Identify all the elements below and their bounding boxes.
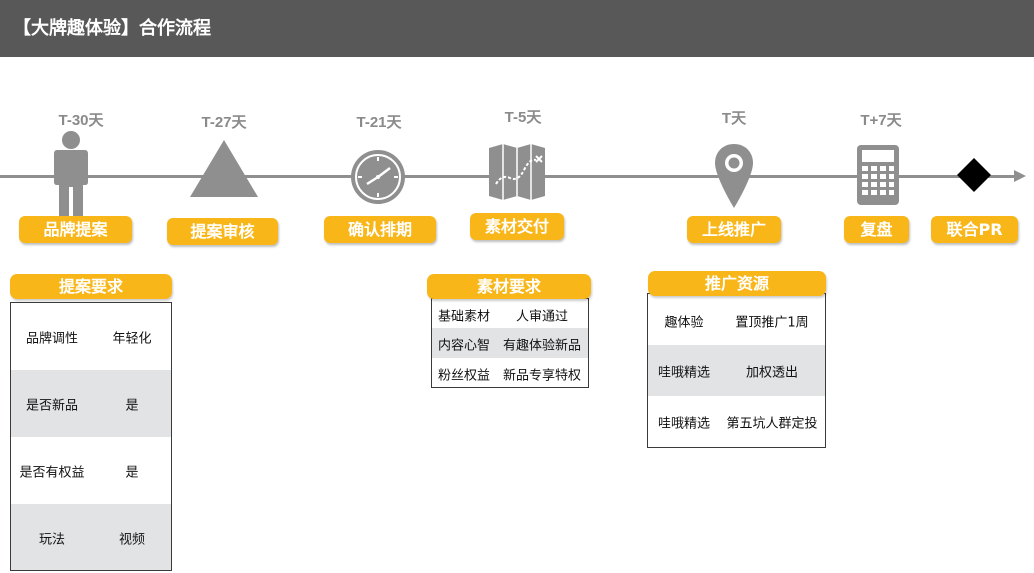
proposal-requirements-header: 提案要求 <box>10 274 172 299</box>
table-row: 品牌调性 年轻化 <box>11 303 171 370</box>
time-label-5: T天 <box>721 110 747 127</box>
table-row: 粉丝权益 新品专享特权 <box>432 358 588 387</box>
table-row: 是否新品 是 <box>11 370 171 437</box>
table-row: 趣体验 置顶推广1周 <box>648 294 825 345</box>
step-review: 复盘 <box>844 216 909 243</box>
table-row: 是否有权益 是 <box>11 437 171 504</box>
step-joint-pr: 联合PR <box>931 216 1018 243</box>
page-title: 【大牌趣体验】合作流程 <box>13 18 211 39</box>
promotion-resources-header: 推广资源 <box>648 271 826 296</box>
timeline-arrow-icon <box>1014 170 1026 182</box>
table-cell: 视频 <box>118 532 146 548</box>
table-cell: 粉丝权益 <box>437 368 491 384</box>
table-cell: 内容心智 <box>437 338 491 354</box>
time-label-2: T-27天 <box>201 114 247 131</box>
map-icon <box>489 144 545 200</box>
table-cell: 玩法 <box>38 532 66 548</box>
calculator-icon <box>857 145 899 205</box>
step-brand-proposal: 品牌提案 <box>19 216 132 243</box>
time-label-1: T-30天 <box>58 112 104 129</box>
location-pin-icon <box>715 144 753 208</box>
diamond-icon <box>957 158 991 192</box>
table-cell: 基础素材 <box>437 309 491 325</box>
table-cell: 是 <box>125 465 139 481</box>
table-cell: 新品专享特权 <box>502 368 582 384</box>
table-cell: 置顶推广1周 <box>735 315 809 331</box>
table-cell: 是否新品 <box>25 398 79 414</box>
table-cell: 第五坑人群定投 <box>726 416 818 432</box>
table-row: 哇哦精选 加权透出 <box>648 345 825 396</box>
table-cell: 品牌调性 <box>25 331 79 347</box>
table-cell: 是否有权益 <box>19 465 85 481</box>
promotion-resources-table: 趣体验 置顶推广1周 哇哦精选 加权透出 哇哦精选 第五坑人群定投 <box>647 293 826 448</box>
step-material-delivery: 素材交付 <box>470 213 564 240</box>
table-row: 玩法 视频 <box>11 504 171 570</box>
proposal-requirements-table: 品牌调性 年轻化 是否新品 是 是否有权益 是 玩法 视频 <box>10 302 172 571</box>
table-row: 基础素材 人审通过 <box>432 299 588 328</box>
table-row: 内容心智 有趣体验新品 <box>432 328 588 358</box>
table-row: 哇哦精选 第五坑人群定投 <box>648 396 825 447</box>
table-cell: 哇哦精选 <box>657 365 711 381</box>
time-label-3: T-21天 <box>356 114 402 131</box>
triangle-icon <box>190 140 258 197</box>
table-cell: 加权透出 <box>745 365 799 381</box>
table-cell: 人审通过 <box>515 309 569 325</box>
table-cell: 是 <box>125 398 139 414</box>
material-requirements-table: 基础素材 人审通过 内容心智 有趣体验新品 粉丝权益 新品专享特权 <box>431 298 589 388</box>
header-bar: 【大牌趣体验】合作流程 <box>0 0 1034 57</box>
person-icon <box>54 131 88 218</box>
table-cell: 哇哦精选 <box>657 416 711 432</box>
step-confirm-schedule: 确认排期 <box>324 216 436 243</box>
time-label-6: T+7天 <box>860 112 902 129</box>
clock-icon <box>351 150 405 204</box>
table-cell: 年轻化 <box>112 331 152 347</box>
step-proposal-review: 提案审核 <box>167 218 278 245</box>
material-requirements-header: 素材要求 <box>427 274 591 299</box>
table-cell: 趣体验 <box>664 315 704 331</box>
table-cell: 有趣体验新品 <box>502 338 582 354</box>
step-launch-promotion: 上线推广 <box>687 216 781 243</box>
time-label-4: T-5天 <box>504 109 542 126</box>
